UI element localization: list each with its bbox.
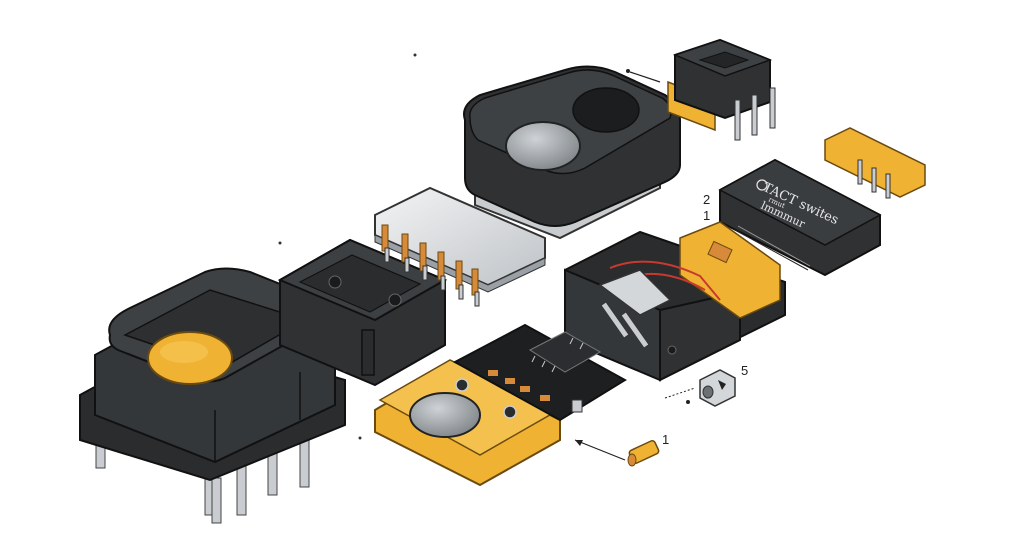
- callout-2: 2: [703, 192, 710, 207]
- labeled-lid: TACT swites rmut lmmmur: [718, 158, 882, 277]
- mini-switch: [667, 38, 776, 141]
- hex-nut-part-5: [699, 369, 736, 407]
- base-switch-housing: [79, 267, 346, 524]
- yellow-pin-strip: [824, 127, 926, 199]
- pin-rod: [734, 229, 809, 271]
- detail-dots: [278, 53, 417, 440]
- pcb-assembly: [374, 323, 627, 487]
- lens-window: [505, 121, 581, 171]
- metal-contact-plate: [374, 186, 546, 307]
- cylinder-part-1: [627, 439, 660, 467]
- leader-line-1: [574, 439, 626, 461]
- callout-5: 5: [741, 363, 748, 378]
- callout-1: 1: [662, 432, 669, 447]
- callout-1-small: 1: [703, 208, 710, 223]
- leader-line-mini: [629, 71, 661, 83]
- top-cap: [463, 65, 681, 240]
- mechanism-housing: [564, 221, 786, 382]
